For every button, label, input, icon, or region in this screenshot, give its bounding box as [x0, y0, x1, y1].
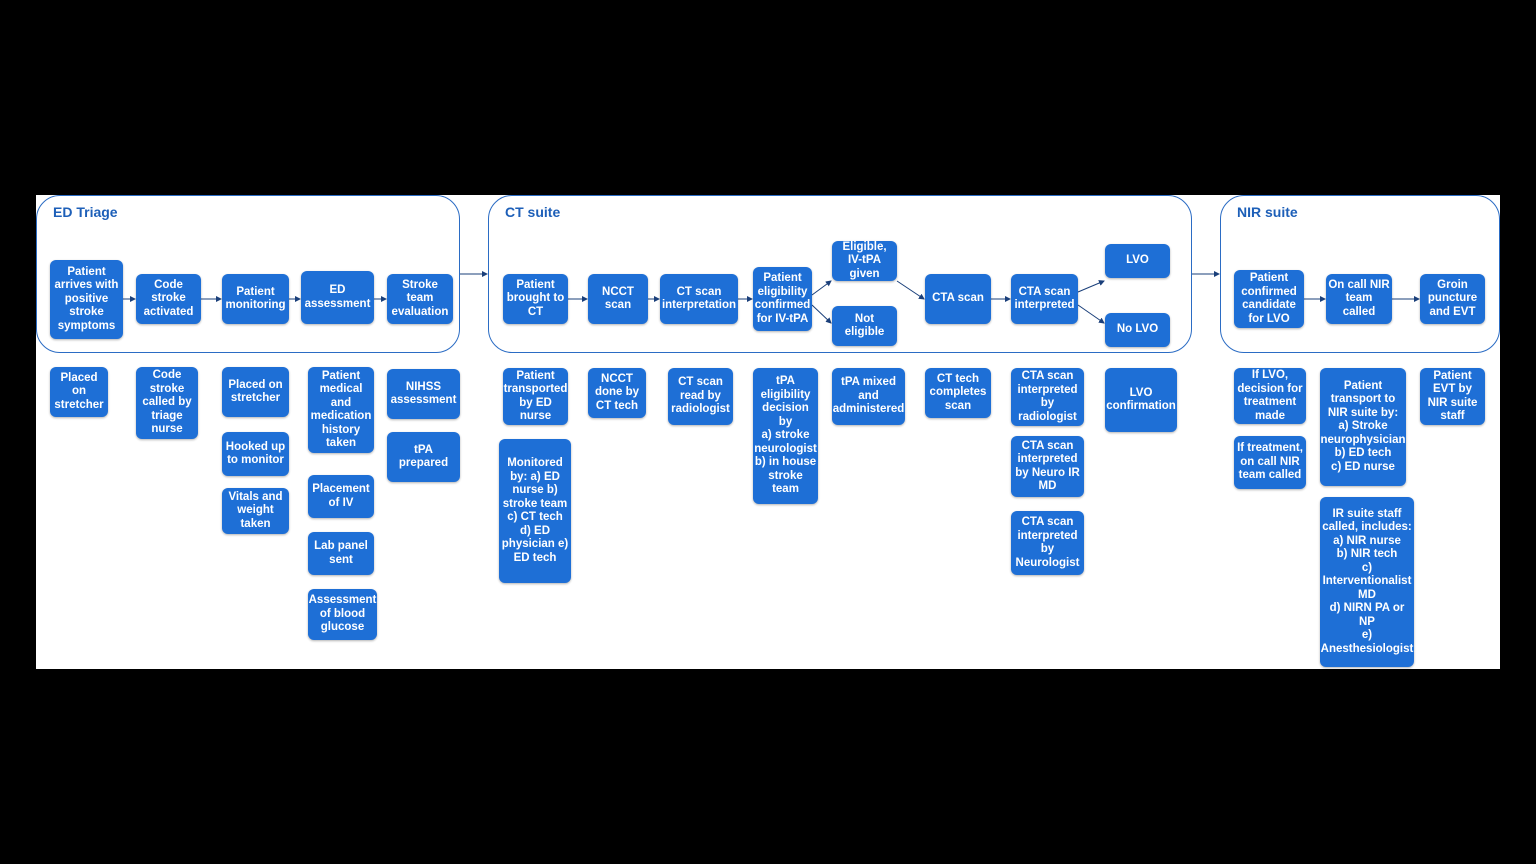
detail-nihss-assessment: NIHSS assessment	[387, 369, 460, 419]
section-title: CT suite	[505, 204, 561, 220]
detail-tpa-prepared: tPA prepared	[387, 432, 460, 482]
detail-cta-by-radiologist: CTA scan interpreted by radiologist	[1011, 368, 1084, 426]
flow-lvo: LVO	[1105, 244, 1170, 278]
detail-if-treatment-team: If treatment, on call NIR team called	[1234, 436, 1306, 489]
detail-patient-transport-nir: Patient transport to NIR suite by: a) St…	[1320, 368, 1406, 486]
section-title: ED Triage	[53, 204, 118, 220]
flow-cta-scan: CTA scan	[925, 274, 991, 324]
flow-patient-brought-to-ct: Patient brought to CT	[503, 274, 568, 324]
detail-ncct-done-by-tech: NCCT done by CT tech	[588, 368, 646, 418]
flow-patient-monitoring: Patient monitoring	[222, 274, 289, 324]
detail-tpa-mixed: tPA mixed and administered	[832, 368, 905, 425]
flow-ed-assessment: ED assessment	[301, 271, 374, 324]
flow-not-eligible: Not eligible	[832, 306, 897, 346]
detail-placed-on-stretcher: Placed on stretcher	[50, 367, 108, 417]
flow-eligibility-confirmed: Patient eligibility confirmed for IV-tPA	[753, 267, 812, 331]
detail-medical-history: Patient medical and medication history t…	[308, 367, 374, 453]
section-ed-triage: ED Triage	[36, 195, 460, 353]
detail-placement-iv: Placement of IV	[308, 475, 374, 518]
detail-cta-by-neurologist: CTA scan interpreted by Neurologist	[1011, 511, 1084, 575]
detail-code-stroke-called: Code stroke called by triage nurse	[136, 367, 198, 439]
detail-lvo-confirmation: LVO confirmation	[1105, 368, 1177, 432]
detail-monitored-by: Monitored by: a) ED nurse b) stroke team…	[499, 439, 571, 583]
detail-cta-by-neuro-ir: CTA scan interpreted by Neuro IR MD	[1011, 436, 1084, 497]
flow-cta-scan-interpreted: CTA scan interpreted	[1011, 274, 1078, 324]
flow-groin-puncture-evt: Groin puncture and EVT	[1420, 274, 1485, 324]
flow-confirmed-candidate: Patient confirmed candidate for LVO	[1234, 270, 1304, 328]
flow-eligible-tpa-given: Eligible, IV-tPA given	[832, 241, 897, 281]
section-title: NIR suite	[1237, 204, 1298, 220]
section-ct-suite: CT suite	[488, 195, 1192, 353]
flow-on-call-nir-team: On call NIR team called	[1326, 274, 1392, 324]
detail-transported-by-nurse: Patient transported by ED nurse	[503, 368, 568, 425]
detail-vitals-weight: Vitals and weight taken	[222, 488, 289, 534]
flow-patient-arrives: Patient arrives with positive stroke sym…	[50, 260, 123, 339]
flow-ncct-scan: NCCT scan	[588, 274, 648, 324]
detail-placed-on-stretcher-2: Placed on stretcher	[222, 367, 289, 417]
detail-patient-evt: Patient EVT by NIR suite staff	[1420, 368, 1485, 425]
detail-blood-glucose: Assessment of blood glucose	[308, 589, 377, 640]
diagram-canvas: ED Triage CT suite NIR suite Patient arr…	[36, 195, 1500, 669]
detail-ct-read-by-radiologist: CT scan read by radiologist	[668, 368, 733, 425]
flow-code-stroke-activated: Code stroke activated	[136, 274, 201, 324]
flow-ct-scan-interpretation: CT scan interpretation	[660, 274, 738, 324]
detail-lab-panel: Lab panel sent	[308, 532, 374, 575]
flow-no-lvo: No LVO	[1105, 313, 1170, 347]
section-nir-suite: NIR suite	[1220, 195, 1500, 353]
flow-stroke-team-evaluation: Stroke team evaluation	[387, 274, 453, 324]
detail-if-lvo-decision: If LVO, decision for treatment made	[1234, 368, 1306, 424]
detail-ir-suite-staff: IR suite staff called, includes: a) NIR …	[1320, 497, 1414, 667]
detail-ct-tech-completes: CT tech completes scan	[925, 368, 991, 418]
detail-hooked-up-monitor: Hooked up to monitor	[222, 432, 289, 476]
detail-tpa-eligibility-decision: tPA eligibility decision by a) stroke ne…	[753, 368, 818, 504]
